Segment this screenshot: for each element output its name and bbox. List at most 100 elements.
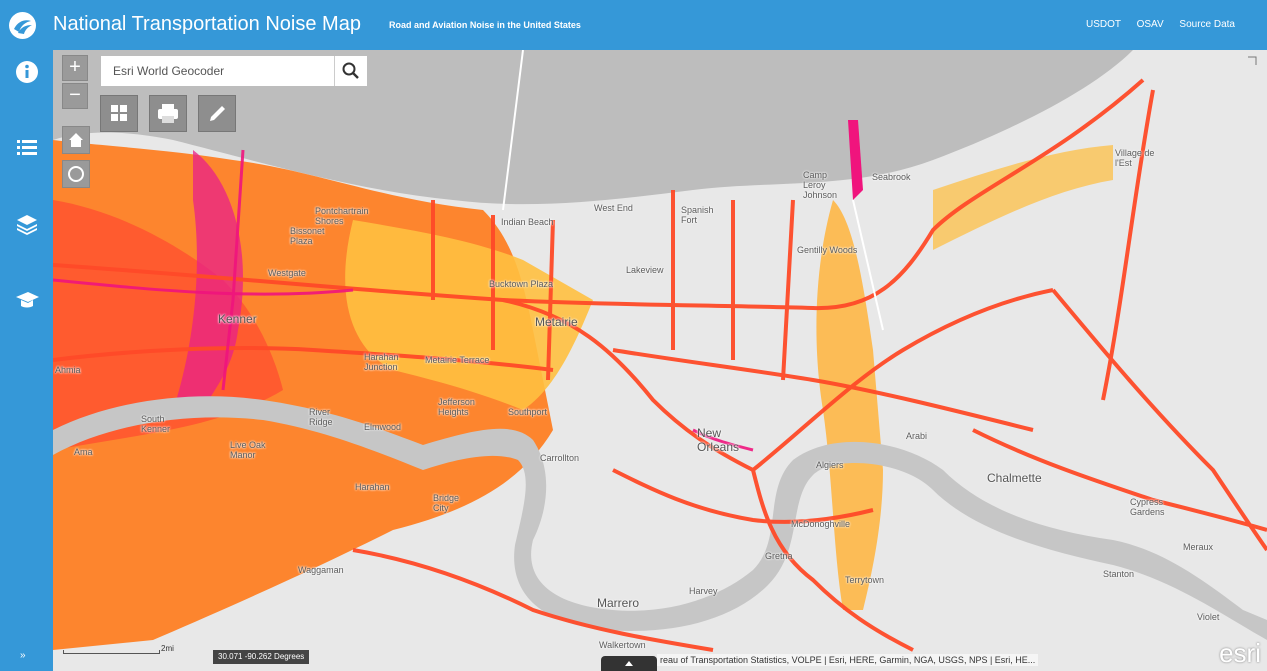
layers-icon[interactable] — [13, 210, 41, 238]
app-subtitle: Road and Aviation Noise in the United St… — [389, 20, 581, 30]
place-label-line: South — [141, 414, 165, 424]
info-icon[interactable] — [13, 58, 41, 86]
graduation-cap-icon[interactable] — [13, 286, 41, 314]
place-label-line: Orleans — [697, 440, 740, 454]
place-label-line: Bucktown Plaza — [489, 279, 554, 289]
place-label: Meraux — [1183, 542, 1213, 552]
scale-bar-label: 2mi — [161, 644, 174, 653]
noise-zone-metairie — [345, 220, 593, 410]
road-network — [53, 78, 1267, 652]
place-label: Indian Beach — [501, 217, 554, 227]
scale-bar-line — [63, 650, 160, 654]
place-label: Chalmette — [987, 471, 1042, 485]
place-label-line: Westgate — [268, 268, 306, 278]
place-label: Marrero — [597, 596, 639, 610]
place-label-line: New — [697, 426, 722, 440]
place-label-line: Gardens — [1130, 507, 1165, 517]
list-icon[interactable] — [13, 134, 41, 162]
esri-logo: esri — [1219, 638, 1261, 668]
place-label: Lakeview — [626, 265, 664, 275]
place-label-line: Bissonet — [290, 226, 325, 236]
zoom-in-button[interactable]: + — [62, 55, 88, 81]
place-label-line: Village de — [1115, 148, 1155, 158]
place-label: Stanton — [1103, 569, 1134, 579]
place-label: Bucktown Plaza — [489, 279, 553, 289]
measure-button[interactable] — [198, 95, 236, 132]
print-icon — [158, 104, 178, 123]
place-label-line: Walkertown — [599, 640, 646, 650]
place-label-line: Fort — [681, 215, 698, 225]
place-label-line: Heights — [438, 407, 469, 417]
noise-zone-lakefront-airport — [816, 200, 883, 610]
place-label: Algiers — [816, 460, 844, 470]
place-label-line: Harvey — [689, 586, 718, 596]
basemap-gallery-button[interactable] — [100, 95, 138, 132]
place-label-line: Terrytown — [845, 575, 885, 585]
place-label: Gentilly Woods — [797, 245, 857, 255]
home-icon — [69, 133, 83, 147]
noise-map-canvas[interactable] — [53, 50, 1267, 671]
place-label: Seabrook — [872, 172, 911, 182]
place-label-line: Lakeview — [626, 265, 664, 275]
place-label: Harahan — [355, 482, 390, 492]
place-label: Carrollton — [540, 453, 579, 463]
expand-corner-icon[interactable] — [1247, 56, 1257, 66]
place-label-line: McDonoghville — [791, 519, 851, 529]
pencil-icon — [210, 106, 225, 121]
header-links: USDOT OSAV Source Data — [1073, 19, 1235, 30]
place-label-line: Gentilly Woods — [797, 245, 858, 255]
place-label-line: Carrollton — [540, 453, 580, 463]
usdot-link[interactable]: USDOT — [1085, 19, 1121, 30]
noise-zone-east — [933, 145, 1113, 250]
print-button[interactable] — [149, 95, 187, 132]
place-label-line: Harahan — [364, 352, 399, 362]
search-button[interactable] — [334, 56, 367, 86]
osav-link[interactable]: OSAV — [1136, 19, 1164, 30]
chevron-up-icon — [625, 661, 633, 666]
place-label: West End — [594, 203, 633, 213]
expand-sidebar-button[interactable]: » — [20, 650, 26, 661]
place-label: Waggaman — [298, 565, 344, 575]
search-input[interactable] — [101, 56, 335, 86]
sidebar: » — [0, 50, 53, 671]
place-label-line: Cypress — [1130, 497, 1164, 507]
place-label-line: Meraux — [1183, 542, 1214, 552]
noise-zone-airport — [173, 150, 243, 410]
place-label-line: Junction — [364, 362, 398, 372]
search-icon — [342, 62, 359, 79]
collapse-attribution-button[interactable] — [601, 656, 657, 671]
locate-button[interactable] — [62, 160, 90, 188]
place-label-line: Johnson — [803, 190, 838, 200]
place-label-line: West End — [594, 203, 633, 213]
place-label-line: Violet — [1197, 612, 1220, 622]
home-button[interactable] — [62, 126, 90, 154]
place-label-line: Elmwood — [364, 422, 402, 432]
search-box — [100, 55, 368, 87]
place-label-line: Gretna — [765, 551, 793, 561]
zoom-out-button[interactable]: − — [62, 83, 88, 109]
place-label-line: Seabrook — [872, 172, 911, 182]
place-label-line: Ama — [74, 447, 93, 457]
source-data-link[interactable]: Source Data — [1179, 19, 1235, 30]
place-label-line: Live Oak — [230, 440, 266, 450]
app-header: National Transportation Noise Map Road a… — [0, 0, 1267, 50]
place-label: Elmwood — [364, 422, 401, 432]
place-label-line: Pontchartrain — [315, 206, 369, 216]
place-label: Walkertown — [599, 640, 646, 650]
usdot-logo-icon — [9, 12, 36, 39]
place-label: Ahmia — [55, 365, 81, 375]
place-label: Southport — [508, 407, 547, 417]
place-label-line: Metairie — [535, 315, 578, 329]
place-label: Westgate — [268, 268, 306, 278]
place-label: Kenner — [218, 312, 257, 326]
place-label: Ama — [74, 447, 93, 457]
